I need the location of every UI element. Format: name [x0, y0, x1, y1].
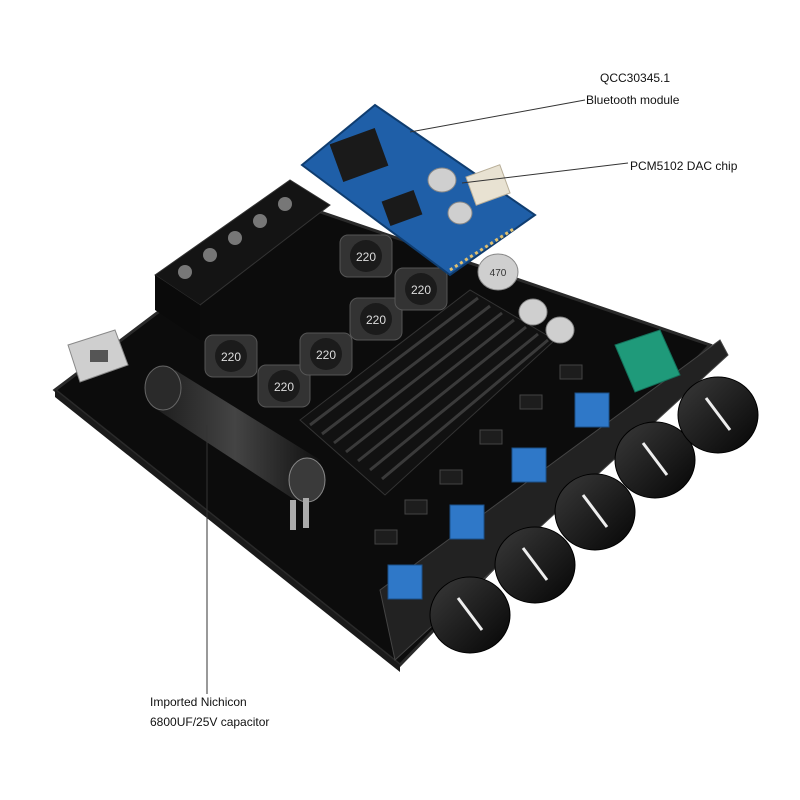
green-connector — [614, 329, 681, 393]
inductor: 220 — [299, 332, 353, 376]
bluetooth-chip-label: QCC30345.1 — [600, 71, 671, 85]
leader-line-dac — [461, 162, 629, 184]
power-jack — [67, 329, 129, 383]
tone-knob[interactable] — [614, 421, 696, 499]
inductor-marking: 220 — [316, 348, 336, 362]
capacitor-brand-label: Imported Nichicon — [150, 695, 247, 709]
inductor-marking: 220 — [221, 350, 241, 364]
heatsink — [299, 289, 556, 496]
inductor: 220 — [339, 234, 393, 278]
tone-knob[interactable] — [494, 526, 576, 604]
inductor-marking: 220 — [366, 313, 386, 327]
tone-knob[interactable] — [554, 473, 636, 551]
inductor: 220 — [257, 364, 311, 408]
inductor: 220 — [349, 297, 403, 341]
inductor: 220 — [394, 267, 448, 311]
bluetooth-module-board — [300, 103, 537, 277]
volume-knob[interactable] — [429, 576, 511, 654]
small-capacitor: 470 — [477, 253, 519, 291]
trim-potentiometer — [449, 504, 485, 540]
trim-potentiometer — [511, 447, 547, 483]
terminal-block — [154, 179, 331, 340]
pcb-board-edge — [55, 390, 400, 672]
capacitor-marking: 470 — [490, 268, 507, 279]
dac-chip-callout: PCM5102 DAC chip — [586, 158, 737, 174]
smd-components — [374, 364, 583, 545]
inductor-marking: 220 — [356, 250, 376, 264]
inductor-marking: 220 — [411, 283, 431, 297]
capacitor-callout: Imported Nichicon 6800UF/25V capacitor — [150, 694, 269, 730]
inductor: 220 — [204, 334, 258, 378]
capacitor-spec-label: 6800UF/25V capacitor — [150, 715, 270, 729]
trim-potentiometer — [574, 392, 610, 428]
small-capacitor — [518, 298, 548, 326]
bluetooth-module-label: Bluetooth module — [586, 93, 680, 107]
bluetooth-module-callout: QCC30345.1 Bluetooth module — [560, 70, 679, 108]
large-capacitor — [144, 365, 326, 530]
inductor-marking: 220 — [274, 380, 294, 394]
dac-chip-label: PCM5102 DAC chip — [630, 159, 738, 173]
leader-line-bluetooth — [409, 99, 586, 133]
small-capacitor — [545, 316, 575, 344]
tone-knob[interactable] — [677, 376, 759, 454]
trim-potentiometer — [387, 564, 423, 600]
